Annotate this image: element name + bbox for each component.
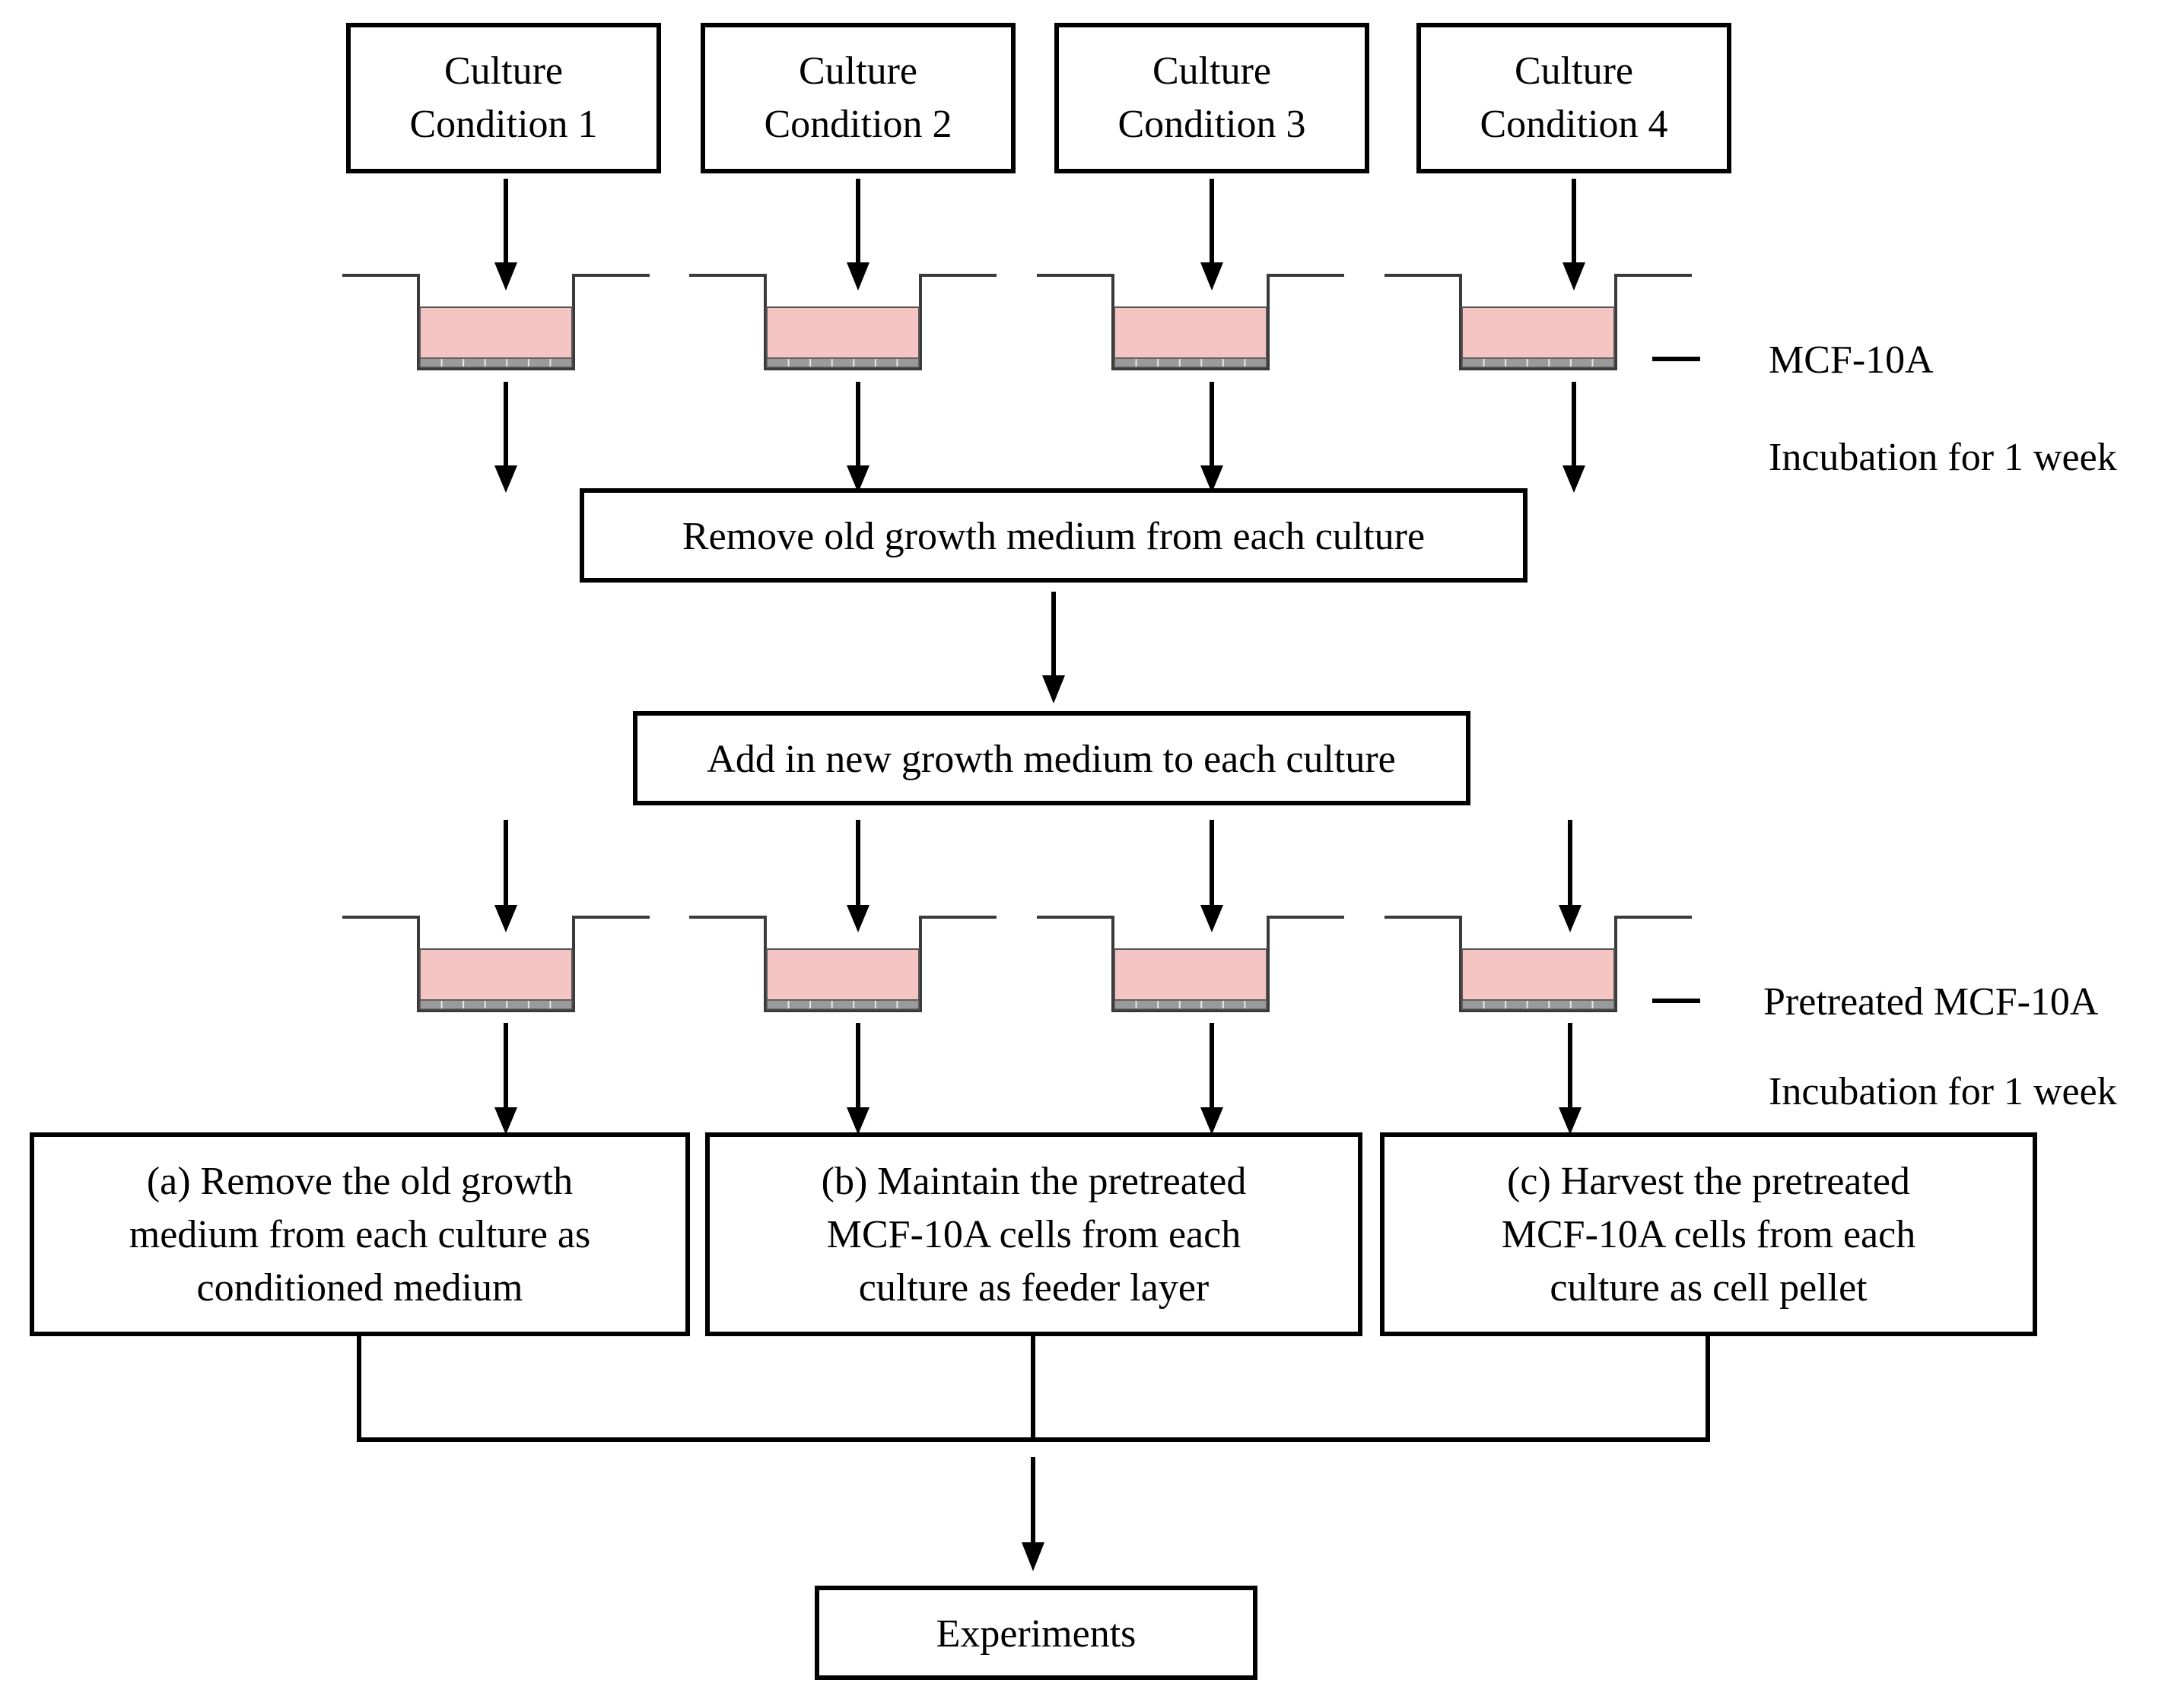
step-remove-medium: Remove old growth medium from each cultu… bbox=[580, 488, 1528, 583]
arrow-down-icon bbox=[1562, 382, 1585, 493]
condition-box-4: Culture Condition 4 bbox=[1416, 23, 1731, 173]
culture-well-icon bbox=[1037, 916, 1344, 1012]
condition-label: Condition 3 bbox=[1117, 103, 1305, 146]
culture-well-icon bbox=[1384, 916, 1692, 1012]
step-add-medium: Add in new growth medium to each culture bbox=[633, 711, 1470, 805]
outcome-box-b: (b) Maintain the pretreated MCF-10A cell… bbox=[705, 1132, 1362, 1336]
outcome-label: MCF-10A cells from each bbox=[1502, 1213, 1915, 1256]
outcome-label: MCF-10A cells from each bbox=[827, 1213, 1241, 1256]
arrow-down-icon bbox=[847, 382, 869, 493]
condition-label: Condition 2 bbox=[764, 103, 952, 146]
arrow-down-icon bbox=[1200, 179, 1223, 291]
condition-label: Condition 4 bbox=[1480, 103, 1667, 146]
arrow-down-icon bbox=[494, 382, 517, 493]
arrow-down-icon bbox=[1200, 382, 1223, 493]
condition-label: Culture bbox=[1515, 49, 1633, 93]
experiments-box: Experiments bbox=[815, 1586, 1257, 1680]
culture-well-icon bbox=[689, 916, 997, 1012]
condition-label: Culture bbox=[799, 49, 917, 93]
culture-well-icon bbox=[1384, 274, 1692, 370]
step-label: Remove old growth medium from each cultu… bbox=[682, 515, 1425, 558]
outcome-label: culture as cell pellet bbox=[1550, 1266, 1868, 1310]
condition-label: Condition 1 bbox=[409, 103, 597, 146]
outcome-label: (b) Maintain the pretreated bbox=[822, 1160, 1247, 1203]
step-label: Add in new growth medium to each culture bbox=[707, 738, 1395, 781]
arrow-down-icon bbox=[494, 179, 517, 291]
condition-box-1: Culture Condition 1 bbox=[346, 23, 661, 173]
arrow-down-icon bbox=[494, 820, 517, 932]
outcome-label: conditioned medium bbox=[197, 1266, 523, 1310]
condition-label: Culture bbox=[1152, 49, 1271, 93]
incubation-label: Incubation for 1 week bbox=[1769, 436, 2117, 479]
culture-well-icon bbox=[689, 274, 997, 370]
outcome-label: culture as feeder layer bbox=[859, 1266, 1209, 1310]
cell-label-pretreated: Pretreated MCF-10A bbox=[1763, 980, 2099, 1024]
arrow-down-icon bbox=[1022, 1457, 1044, 1571]
outcome-label: (c) Harvest the pretreated bbox=[1507, 1160, 1910, 1203]
merge-bracket bbox=[357, 1334, 1710, 1442]
outcome-label: medium from each culture as bbox=[129, 1213, 590, 1256]
arrow-down-icon bbox=[1200, 820, 1223, 932]
outcome-box-a: (a) Remove the old growth medium from ea… bbox=[30, 1132, 690, 1336]
arrow-down-icon bbox=[1200, 1023, 1223, 1135]
arrow-down-icon bbox=[1562, 179, 1585, 291]
experiments-label: Experiments bbox=[936, 1612, 1137, 1656]
arrow-down-icon bbox=[847, 820, 869, 932]
arrow-down-icon bbox=[494, 1023, 517, 1135]
culture-wells-row-2 bbox=[342, 916, 1692, 1012]
culture-well-icon bbox=[1037, 274, 1344, 370]
arrow-down-icon bbox=[1042, 592, 1065, 703]
culture-well-icon bbox=[342, 916, 650, 1012]
arrow-down-icon bbox=[1559, 820, 1582, 932]
arrow-down-icon bbox=[1559, 1023, 1582, 1135]
culture-well-icon bbox=[342, 274, 650, 370]
condition-label: Culture bbox=[444, 49, 563, 93]
arrow-down-icon bbox=[847, 179, 869, 291]
outcome-label: (a) Remove the old growth bbox=[147, 1160, 573, 1203]
incubation-label: Incubation for 1 week bbox=[1769, 1070, 2117, 1113]
cell-label-mcf10a: MCF-10A bbox=[1769, 338, 1934, 382]
condition-box-2: Culture Condition 2 bbox=[701, 23, 1016, 173]
arrow-down-icon bbox=[847, 1023, 869, 1135]
condition-box-3: Culture Condition 3 bbox=[1054, 23, 1369, 173]
outcome-box-c: (c) Harvest the pretreated MCF-10A cells… bbox=[1380, 1132, 2037, 1336]
culture-wells-row-1 bbox=[342, 274, 1692, 370]
